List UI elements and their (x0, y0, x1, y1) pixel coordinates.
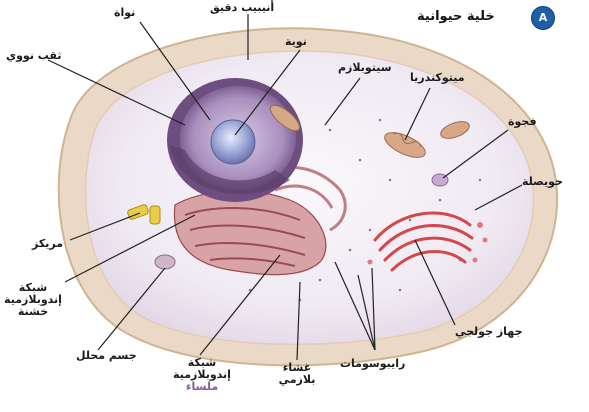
label-nucleolus: نواة (114, 7, 135, 19)
lysosome-shape (155, 255, 175, 269)
label-centriole: مريكز (32, 238, 63, 250)
figure-badge: A (531, 6, 555, 30)
label-nucleus: نوية (285, 36, 307, 48)
nucleolus-shape (211, 120, 255, 164)
label-ribosomes: رايبوسومات (340, 358, 405, 370)
label-membrane-line2: بلازمي (275, 374, 319, 386)
figure-title: خلية حيوانية (417, 9, 495, 24)
label-cytoplasm: سيتوبلازم (338, 62, 392, 74)
label-rough-er: شبكة إندوبلازمية خشنة (2, 282, 64, 318)
label-vacuole: فجوة (508, 116, 537, 128)
label-smooth-er-line3: ملساء (170, 381, 234, 393)
label-membrane: غشاء بلازمي (275, 362, 319, 386)
label-vesicle: حويصلة (522, 176, 563, 188)
label-golgi: جهاز جولجي (455, 326, 523, 338)
label-lysosome: جسم محلل (76, 350, 137, 362)
label-smooth-er: شبكة إندوبلازمية ملساء (170, 357, 234, 393)
label-rough-er-line3: خشنة (2, 306, 64, 318)
label-mitochondria: ميتوكندريا (410, 72, 465, 84)
cytoplasm-region (86, 51, 534, 344)
label-nuclear-pore: ثقب نووي (6, 50, 61, 62)
label-microtubule: أنيبيب دقيق (210, 2, 274, 14)
